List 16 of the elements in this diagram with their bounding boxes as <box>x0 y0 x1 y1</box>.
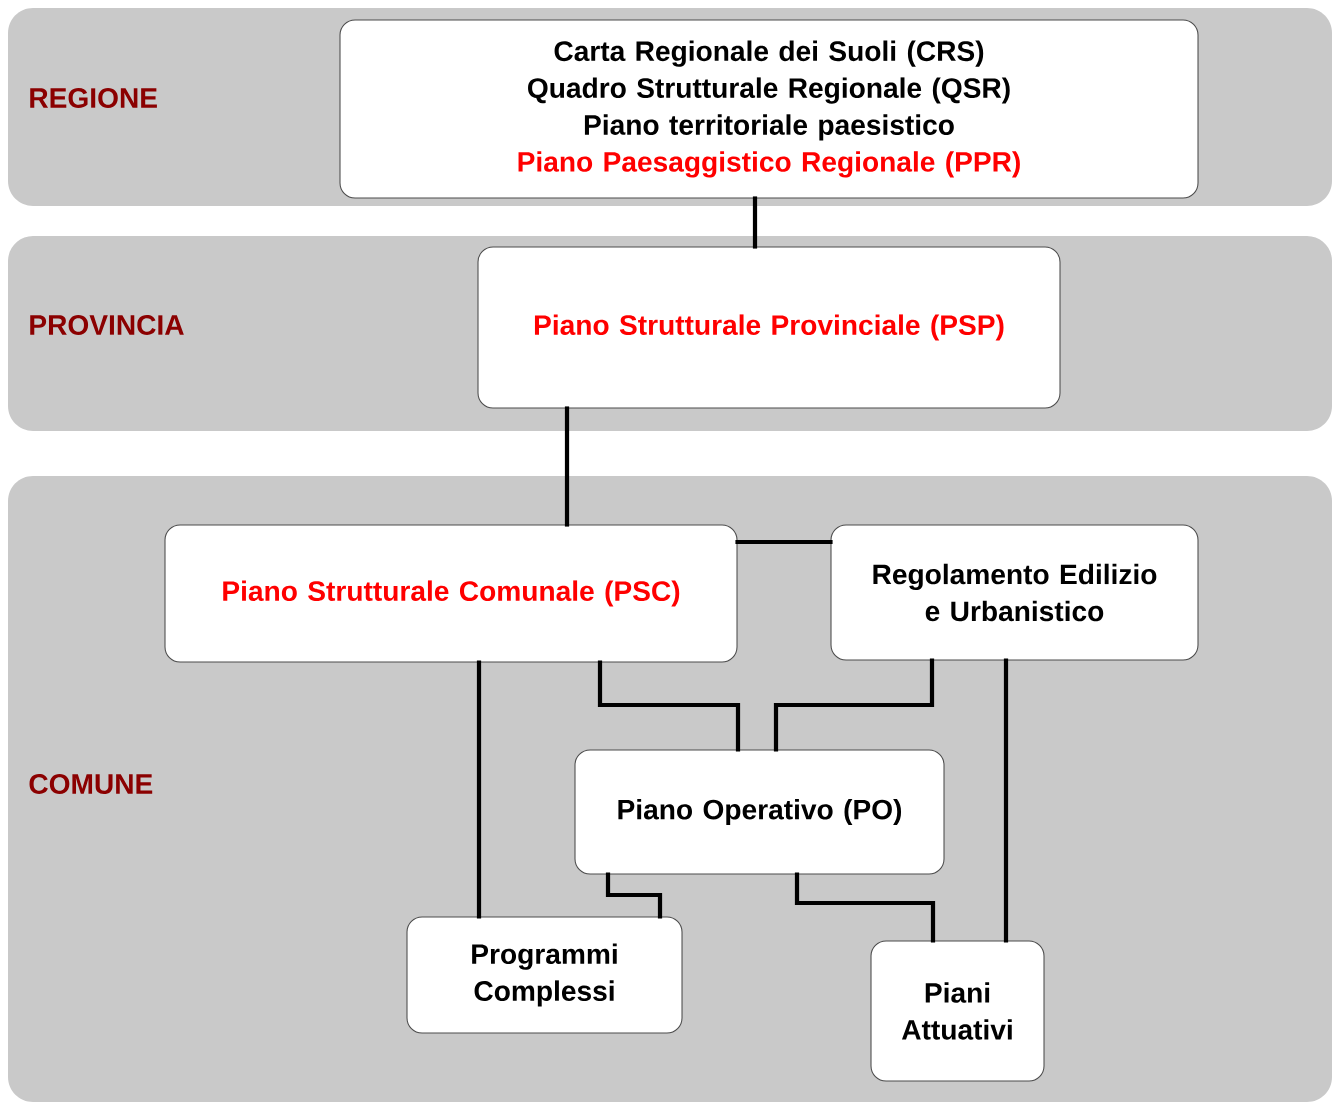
plan-box: Carta Regionale dei Suoli (CRS) Quadro Strutturale Regionale (QSR) Piano territoriale paesistico Piano Paesaggistico Regionale (PPR) <box>339 19 1199 199</box>
connector-line <box>564 406 570 527</box>
connector-line <box>1003 658 1009 943</box>
connector-line <box>597 660 741 752</box>
plan-box: Piani Attuativi <box>870 940 1045 1082</box>
connector-line <box>794 872 936 943</box>
connector-line <box>735 539 833 545</box>
connector-line <box>605 872 663 919</box>
plan-box: Piano Strutturale Comunale (PSC) <box>164 524 738 663</box>
plan-box: Piano Operativo (PO) <box>574 749 945 875</box>
plan-box: Programmi Complessi <box>406 916 683 1034</box>
plan-box: Piano Strutturale Provinciale (PSP) <box>477 246 1061 409</box>
plan-box: Regolamento Edilizio e Urbanistico <box>830 524 1199 661</box>
connector-line <box>773 658 935 752</box>
connector-line <box>476 660 482 919</box>
connector-line <box>752 196 758 249</box>
